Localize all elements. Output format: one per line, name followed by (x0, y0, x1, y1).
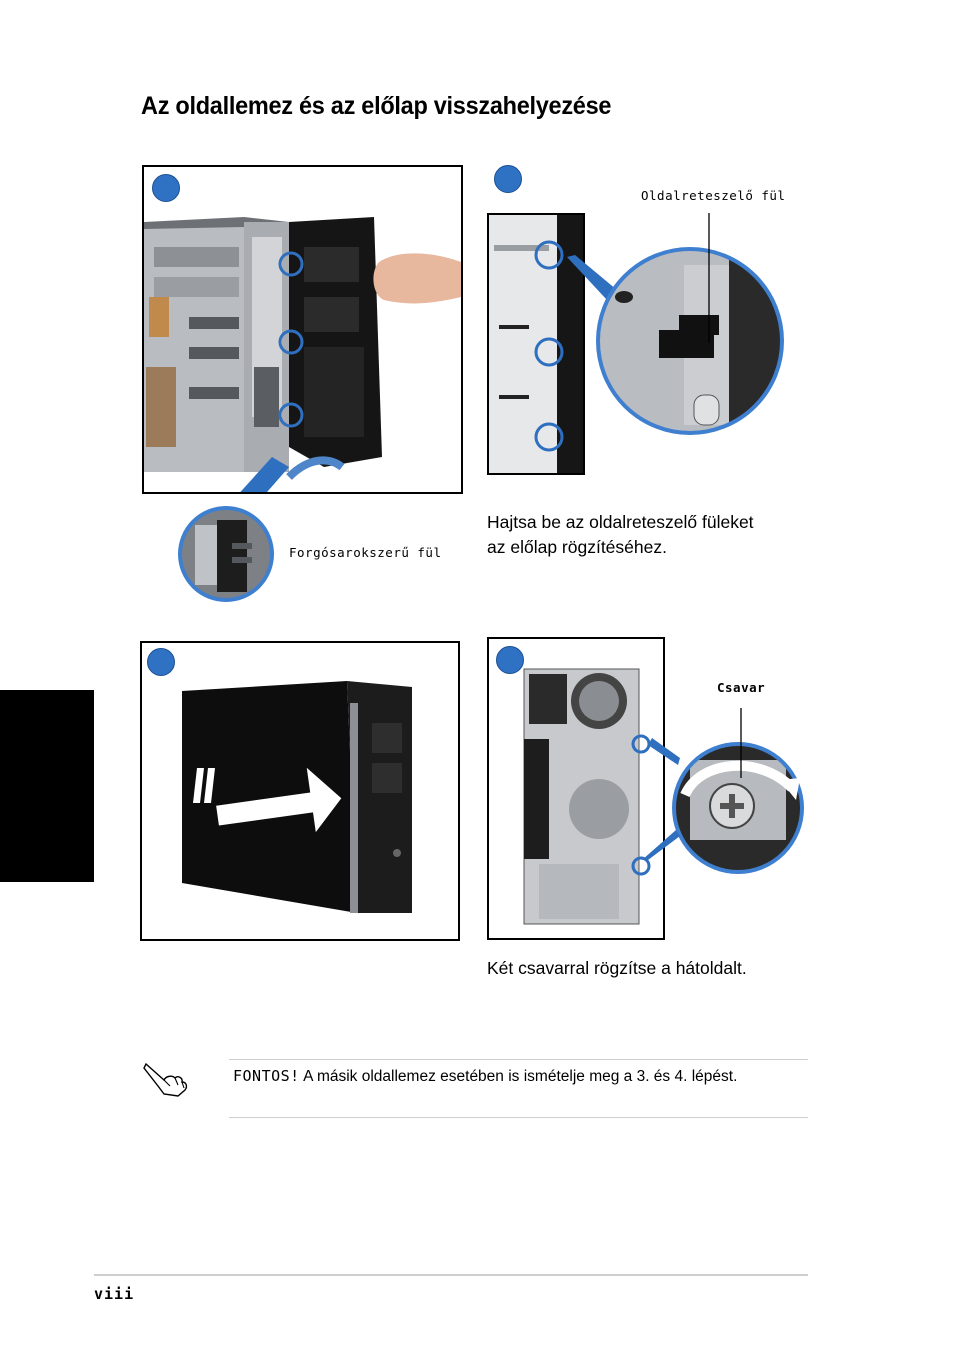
pointing-hand-icon (143, 1062, 188, 1097)
step4-callout-leader (740, 708, 742, 778)
step2-zoom-circle (594, 245, 786, 437)
page-title: Az oldallemez és az előlap visszahelyezé… (141, 92, 612, 120)
step4-zoom-circle (670, 740, 806, 876)
step2-callout-leader (708, 213, 710, 343)
step1-zoom-circle (177, 505, 275, 603)
step3-marker (147, 648, 175, 676)
note-text: FONTOS! A másik oldallemez esetében is i… (233, 1066, 793, 1087)
side-tab (0, 690, 94, 882)
step2-pointer (567, 255, 617, 300)
page-number: viii (94, 1285, 135, 1303)
step3-image-panel (140, 641, 460, 941)
footer-rule (94, 1274, 808, 1276)
step2-callout-label: Oldalreteszelő fül (641, 188, 786, 203)
step1-marker (152, 174, 180, 202)
step4-callout-label: Csavar (717, 680, 766, 695)
step4-caption: Két csavarral rögzítse a hátoldalt. (487, 958, 747, 978)
step2-caption-line2: az előlap rögzítéséhez. (487, 537, 667, 557)
case-front-panel-illustration (144, 217, 461, 492)
step2-marker (494, 165, 522, 193)
step4-marker (496, 646, 524, 674)
step2-image-panel (487, 213, 585, 475)
step4-image-panel (487, 637, 665, 940)
step2-caption-line1: Hajtsa be az oldalreteszelő füleket (487, 512, 754, 532)
note-label: FONTOS! (233, 1067, 300, 1085)
note-top-rule (229, 1059, 808, 1060)
step1-callout-label: Forgósarokszerű fül (289, 545, 442, 560)
step1-image-panel (142, 165, 463, 494)
note-body: A másik oldallemez esetében is ismételje… (299, 1068, 738, 1085)
note-bottom-rule (229, 1117, 808, 1118)
step4-pointers (642, 738, 680, 860)
